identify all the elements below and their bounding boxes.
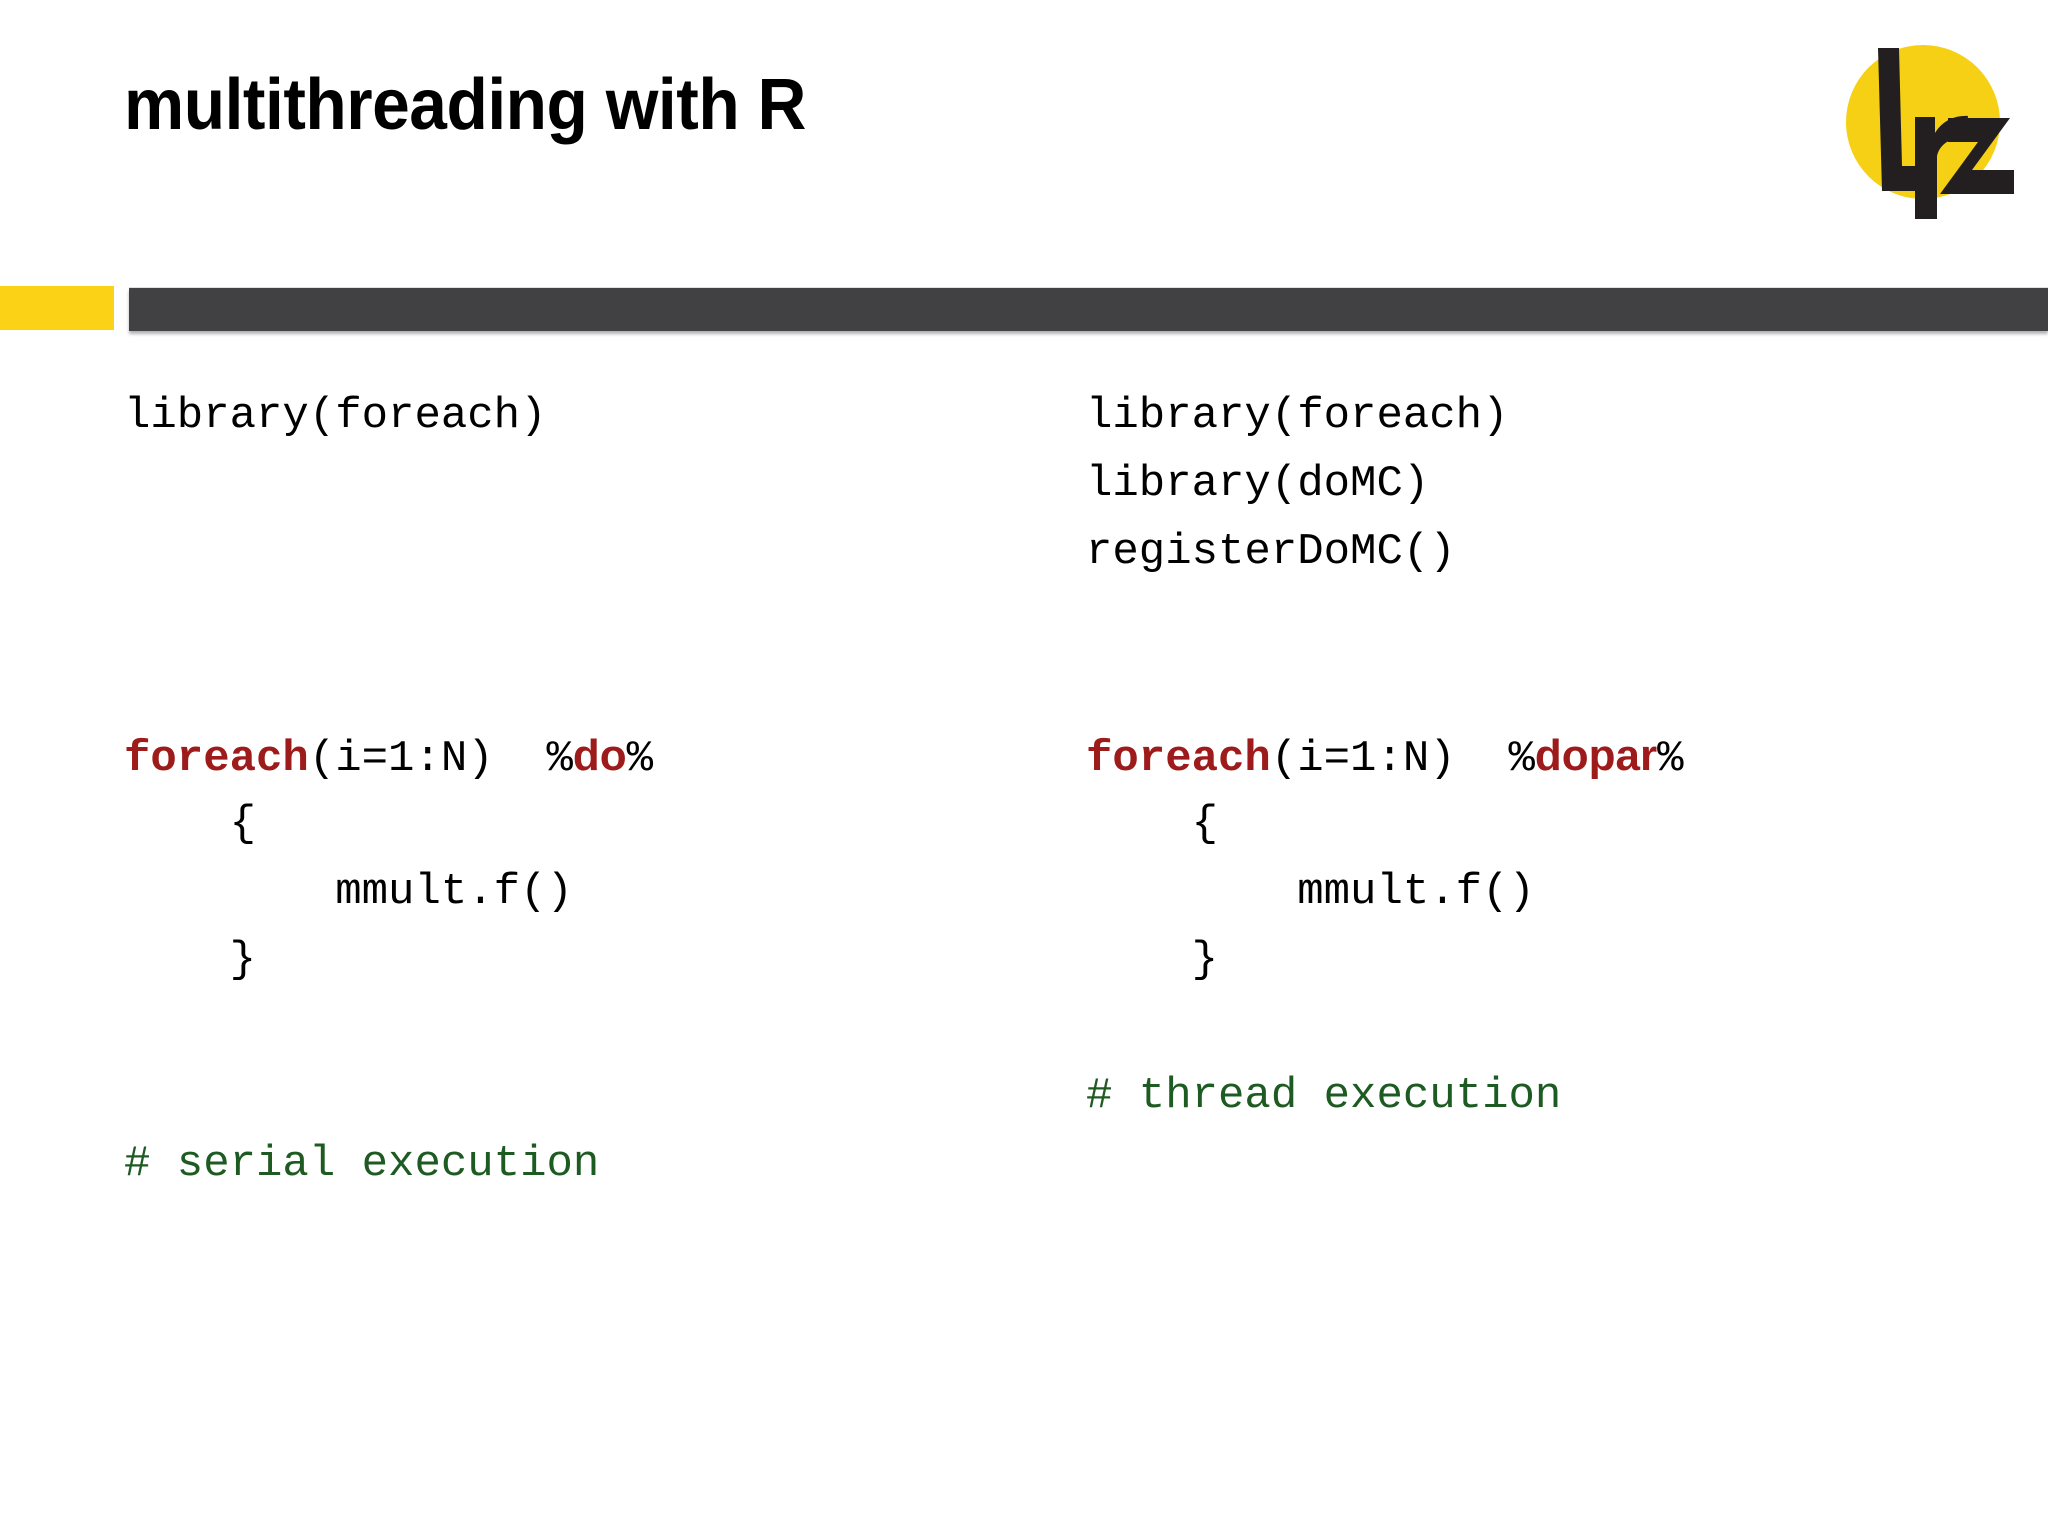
serial-comment-line: # serial execution	[124, 1130, 653, 1198]
serial-code-text: {	[124, 799, 257, 849]
parallel-percent-open: %	[1508, 734, 1535, 784]
parallel-foreach-args: (i=1:N)	[1270, 734, 1509, 784]
parallel-code-text: mmult.f()	[1086, 867, 1535, 917]
parallel-blank-line	[1086, 994, 1684, 1062]
parallel-code-line: registerDoMC()	[1086, 518, 1684, 586]
parallel-comment-line: # thread execution	[1086, 1062, 1684, 1130]
serial-foreach-keyword: foreach	[124, 734, 309, 784]
parallel-code-text: registerDoMC()	[1086, 527, 1456, 577]
parallel-operator: dopar	[1534, 731, 1658, 780]
parallel-code-line: {	[1086, 790, 1684, 858]
parallel-code-line: library(foreach)	[1086, 382, 1684, 450]
serial-blank-line	[124, 994, 653, 1062]
serial-blank-line	[124, 518, 653, 586]
serial-foreach-args: (i=1:N)	[308, 734, 547, 784]
serial-code-line: library(foreach)	[124, 382, 653, 450]
accent-bar-dark	[129, 288, 2048, 331]
accent-bar-yellow	[0, 286, 114, 330]
code-block-serial: library(foreach) foreach(i=1:N) %do% { m…	[124, 382, 653, 1198]
serial-blank-line	[124, 450, 653, 518]
serial-blank-line	[124, 654, 653, 722]
lrz-logo	[1820, 22, 2030, 222]
parallel-percent-close: %	[1657, 734, 1684, 784]
serial-code-line: }	[124, 926, 653, 994]
parallel-code-text: {	[1086, 799, 1219, 849]
serial-blank-line	[124, 1062, 653, 1130]
parallel-foreach-line: foreach(i=1:N) %dopar%	[1086, 722, 1684, 790]
parallel-code-text: }	[1086, 935, 1219, 985]
parallel-blank-line	[1086, 654, 1684, 722]
serial-comment-text: # serial execution	[124, 1139, 600, 1189]
serial-code-text: }	[124, 935, 257, 985]
parallel-code-text: library(foreach)	[1086, 391, 1509, 441]
parallel-code-line: library(doMC)	[1086, 450, 1684, 518]
code-block-parallel: library(foreach) library(doMC) registerDoM…	[1086, 382, 1684, 1130]
page-title: multithreading with R	[124, 65, 806, 145]
serial-percent-open: %	[546, 734, 573, 784]
serial-percent-close: %	[626, 734, 654, 784]
parallel-foreach-keyword: foreach	[1086, 734, 1271, 784]
parallel-comment-text: # thread execution	[1086, 1071, 1562, 1121]
serial-code-line: mmult.f()	[124, 858, 653, 926]
serial-blank-line	[124, 586, 653, 654]
parallel-blank-line	[1086, 586, 1684, 654]
serial-code-text: mmult.f()	[124, 867, 573, 917]
serial-foreach-line: foreach(i=1:N) %do%	[124, 722, 653, 790]
serial-operator: do	[572, 731, 627, 780]
parallel-code-text: library(doMC)	[1086, 459, 1430, 509]
parallel-code-line: mmult.f()	[1086, 858, 1684, 926]
serial-code-line: {	[124, 790, 653, 858]
serial-code-text: library(foreach)	[124, 391, 547, 441]
parallel-code-line: }	[1086, 926, 1684, 994]
